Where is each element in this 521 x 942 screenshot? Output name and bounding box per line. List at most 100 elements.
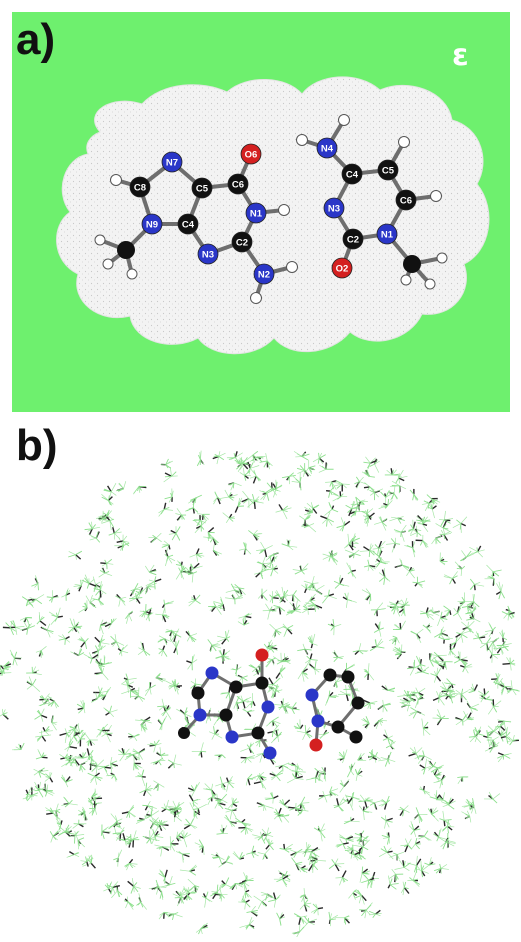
solvent-bond xyxy=(440,780,442,788)
solvent-molecule xyxy=(389,517,404,524)
solvent-molecule xyxy=(0,709,8,719)
solvent-molecule xyxy=(407,871,419,886)
solvent-molecule xyxy=(364,663,374,680)
solvent-molecule xyxy=(10,650,22,666)
solvent-molecule xyxy=(72,619,82,633)
solvent-bond xyxy=(261,542,265,549)
solvent-molecule xyxy=(387,606,400,616)
solvent-bond xyxy=(414,814,419,820)
solvent-bond xyxy=(226,885,232,888)
solvent-bond xyxy=(186,661,192,663)
solvent-molecule xyxy=(330,786,338,797)
solvent-molecule xyxy=(298,667,308,682)
solvent-bond xyxy=(335,877,342,878)
solvent-bond xyxy=(121,645,127,651)
solvent-molecule xyxy=(340,779,349,792)
solvent-molecule xyxy=(160,459,172,468)
solvent-bond xyxy=(379,852,387,856)
solvent-bond xyxy=(110,761,117,764)
solvent-molecule xyxy=(440,553,447,565)
solvent-bond xyxy=(329,491,331,498)
solvent-bond xyxy=(273,796,278,798)
solvent-bond xyxy=(65,733,67,743)
solvent-bond xyxy=(348,571,351,574)
solvent-bond xyxy=(432,509,434,518)
guanine-atom-label: N3 xyxy=(202,250,214,261)
solvent-bond xyxy=(171,472,176,477)
solvent-bond xyxy=(158,639,164,642)
solvent-bond xyxy=(340,491,341,497)
dielectric-symbol: ε xyxy=(452,38,469,73)
solvent-bond xyxy=(364,875,368,880)
solvent-molecule xyxy=(86,595,96,608)
solvent-bond xyxy=(252,835,261,837)
solvent-bond xyxy=(474,685,477,691)
solvent-bond xyxy=(69,747,77,748)
solvent-molecule xyxy=(233,851,245,858)
solvent-molecule xyxy=(215,888,228,902)
solvent-molecule xyxy=(227,776,235,791)
solvent-bond xyxy=(483,736,487,737)
solvent-bond xyxy=(504,721,511,722)
solvent-bond xyxy=(502,664,510,665)
solvent-molecule xyxy=(287,590,301,601)
solvent-molecule xyxy=(359,903,372,919)
solvent-bond xyxy=(164,476,172,482)
solvent-bond xyxy=(302,609,308,612)
solvent-bond xyxy=(60,758,65,759)
solvent-molecule xyxy=(250,457,266,462)
solvent-molecule xyxy=(347,563,356,579)
solvent-molecule xyxy=(73,752,88,758)
solvent-bond xyxy=(307,842,308,849)
solvent-bond xyxy=(312,576,314,584)
solvent-bond xyxy=(401,532,404,541)
solvent-molecule xyxy=(27,677,40,692)
solvent-bond xyxy=(248,778,256,779)
solvent-bond xyxy=(334,624,341,626)
solvent-molecule xyxy=(500,630,507,642)
solvent-molecule xyxy=(197,514,209,521)
solvent-bond xyxy=(245,902,246,909)
solvent-bond xyxy=(269,678,273,685)
solvent-bond xyxy=(274,900,275,908)
solvent-molecule xyxy=(404,541,415,557)
solvent-bond xyxy=(100,590,101,598)
solvent-molecule xyxy=(104,706,118,717)
solvent-bond xyxy=(434,676,436,683)
solvent-bond xyxy=(473,552,477,554)
solvent-bond xyxy=(391,538,395,543)
solvent-bond xyxy=(96,582,101,585)
solvent-bond xyxy=(493,570,501,572)
solvent-molecule xyxy=(67,852,79,858)
solvent-bond xyxy=(201,751,202,757)
solvent-bond xyxy=(379,630,381,637)
solvent-bond xyxy=(176,526,180,533)
solvent-bond xyxy=(219,862,226,868)
hydrogen-atom xyxy=(111,175,122,186)
solvent-bond xyxy=(492,654,497,658)
solvent-bond xyxy=(423,728,430,734)
solvent-molecule xyxy=(362,589,371,605)
solvent-bond xyxy=(353,850,359,852)
solvent-molecule xyxy=(374,718,387,729)
solvent-bond xyxy=(462,566,465,569)
solvent-bond xyxy=(163,650,167,657)
solvent-bond xyxy=(301,916,308,917)
solvent-molecule xyxy=(457,777,468,784)
solvent-bond xyxy=(509,615,512,619)
solvent-molecule xyxy=(303,842,315,857)
solvent-molecule xyxy=(125,611,132,624)
solvent-bond xyxy=(369,476,375,477)
solvent-bond xyxy=(248,779,250,786)
solvent-bond xyxy=(473,602,479,607)
solvent-bond xyxy=(340,691,346,694)
solvent-bond xyxy=(392,869,396,874)
solvent-molecule xyxy=(246,846,259,858)
solvent-bond xyxy=(373,548,379,549)
solvent-bond xyxy=(426,628,431,633)
solvent-bond xyxy=(166,545,169,554)
solvent-bond xyxy=(171,531,176,534)
solvent-molecule xyxy=(334,481,350,492)
solvent-bond xyxy=(366,910,370,915)
